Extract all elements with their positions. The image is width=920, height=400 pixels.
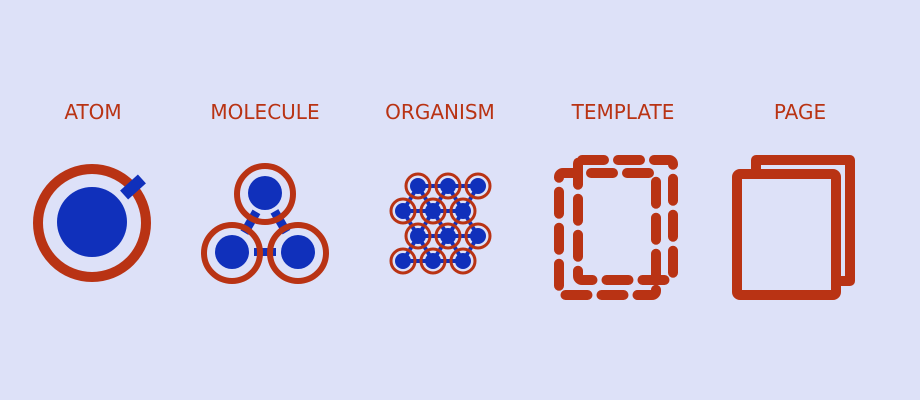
page-icon [732, 155, 855, 300]
stage-label-atom: ATOM [64, 100, 122, 124]
stage-label-template: TEMPLATE [571, 100, 675, 124]
stage-label-molecule: MOLECULE [210, 100, 320, 124]
organism-icon [389, 172, 492, 275]
stage-label-organism: ORGANISM [385, 100, 495, 124]
template-icon [554, 155, 678, 300]
atom-icon [33, 164, 151, 282]
stage-label-page: PAGE [773, 100, 827, 124]
molecule-icon [201, 163, 329, 284]
